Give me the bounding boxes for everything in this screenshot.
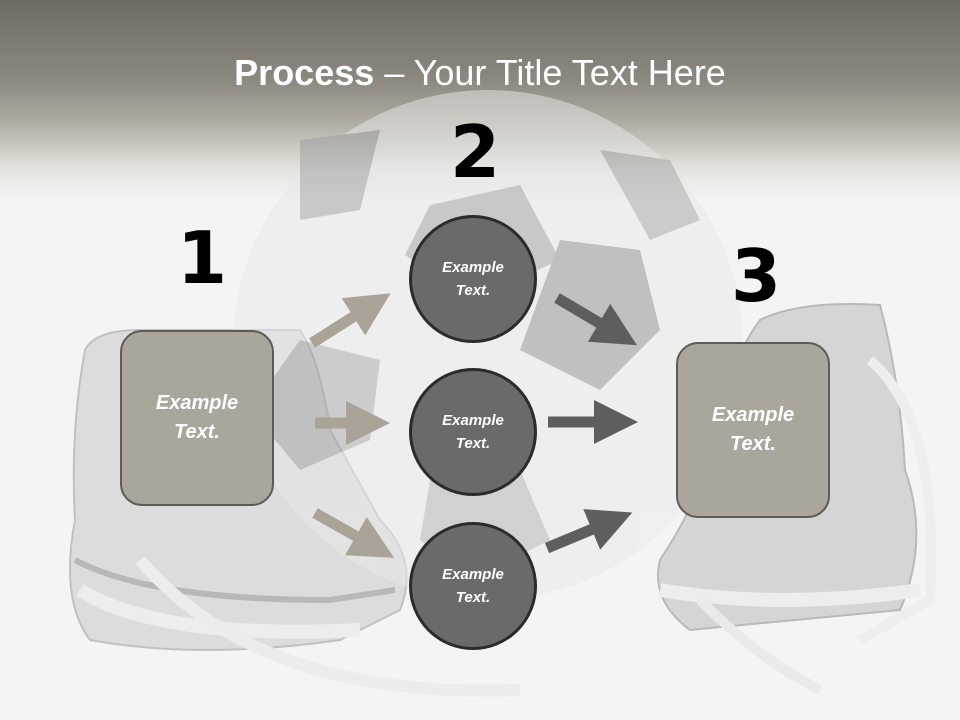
step-1-label: Example Text. xyxy=(155,392,239,443)
step-1-box: Example Text. xyxy=(120,330,274,506)
slide-title: Process – Your Title Text Here xyxy=(0,52,960,94)
step-2-circle-bottom: Example Text. xyxy=(409,522,537,650)
step-2-label-top: Example Text. xyxy=(442,259,504,299)
step-2-label-bottom: Example Text. xyxy=(442,566,504,606)
arrow-2-to-3-top xyxy=(554,293,637,346)
arrow-1-to-2-top xyxy=(309,293,391,348)
step-2-circle-middle: Example Text. xyxy=(409,368,537,496)
arrow-1-to-2-bottom xyxy=(312,508,395,558)
title-strong: Process xyxy=(234,52,375,93)
title-rest: – Your Title Text Here xyxy=(374,52,726,93)
step-number-3: 3 xyxy=(731,234,782,318)
step-number-1: 1 xyxy=(177,216,228,300)
step-2-circle-top: Example Text. xyxy=(409,215,537,343)
step-number-2: 2 xyxy=(450,110,501,194)
step-2-label-middle: Example Text. xyxy=(442,412,504,452)
step-3-label: Example Text. xyxy=(711,404,795,455)
arrow-2-to-3-bottom xyxy=(544,509,633,554)
step-3-box: Example Text. xyxy=(676,342,830,518)
